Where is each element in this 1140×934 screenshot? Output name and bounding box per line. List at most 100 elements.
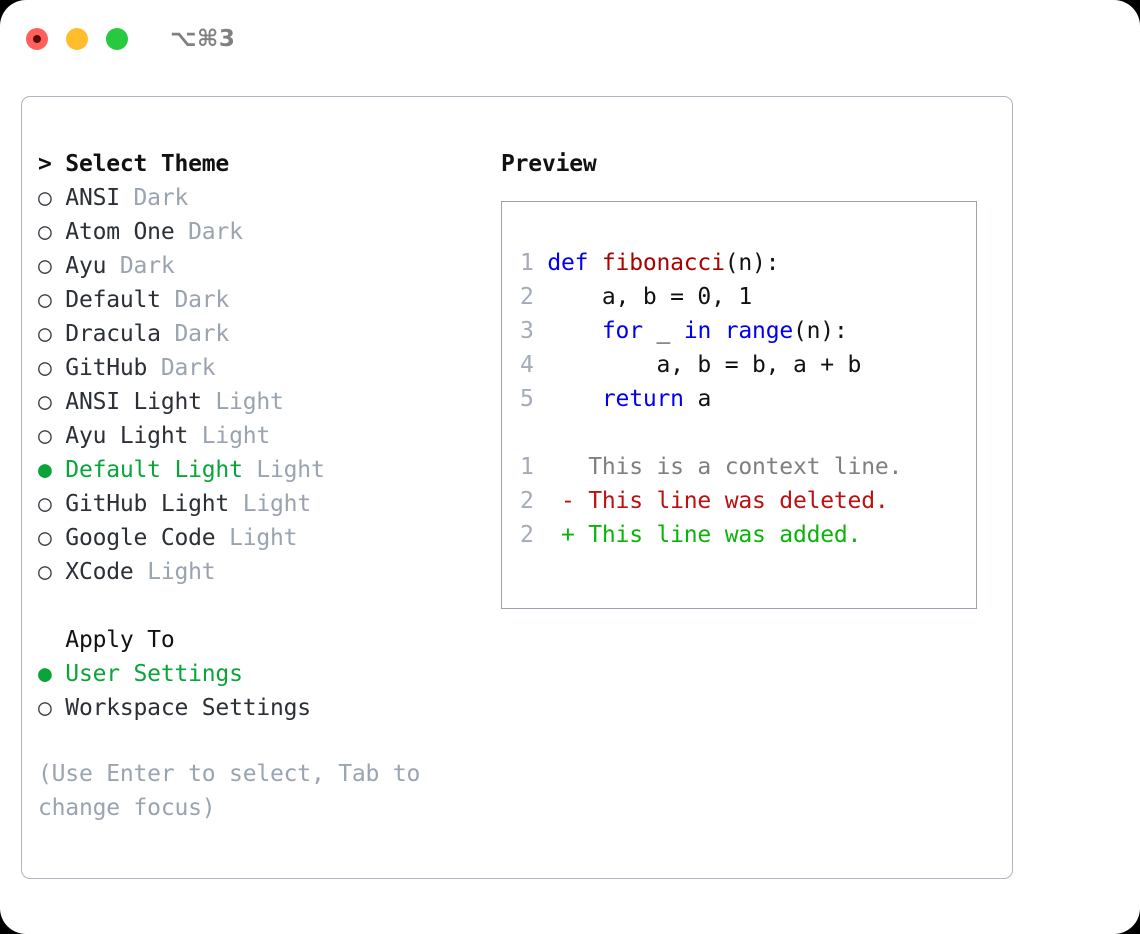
code-token-txt — [711, 318, 725, 344]
code-token-txt: (n): — [793, 318, 848, 344]
theme-option-ayu[interactable]: ○ Ayu Dark — [38, 249, 478, 283]
theme-list-column: > Select Theme ○ ANSI Dark○ Atom One Dar… — [38, 147, 478, 825]
radio-unselected-icon: ○ — [38, 491, 66, 517]
code-token-kw: range — [724, 318, 794, 344]
theme-option-google-code[interactable]: ○ Google Code Light — [38, 521, 478, 555]
theme-option-label: ANSI Light — [65, 389, 202, 415]
code-line-number: 5 — [520, 386, 534, 412]
code-line: 5 return a — [520, 382, 976, 416]
radio-unselected-icon: ○ — [38, 321, 66, 347]
theme-option-label: ANSI — [65, 185, 120, 211]
diff-gutter-space — [534, 488, 561, 514]
apply-to-option-workspace-settings[interactable]: ○ Workspace Settings — [38, 691, 478, 725]
title-bar: ⌥⌘3 — [0, 0, 1140, 78]
code-token-txt: a — [683, 386, 712, 412]
theme-option-tag: Light — [215, 525, 298, 551]
close-button-icon[interactable] — [26, 28, 48, 50]
theme-option-tag: Dark — [106, 253, 175, 279]
code-token-fn: fibonacci — [601, 250, 725, 276]
radio-unselected-icon: ○ — [38, 423, 66, 449]
code-line: 1 def fibonacci(n): — [520, 246, 976, 280]
zoom-button-icon[interactable] — [106, 28, 128, 50]
theme-option-tag: Light — [242, 457, 325, 483]
theme-option-label: Default — [65, 287, 161, 313]
theme-option-tag: Light — [229, 491, 311, 517]
theme-option-label: Default Light — [65, 457, 243, 483]
theme-option-list: ○ ANSI Dark○ Atom One Dark○ Ayu Dark○ De… — [38, 181, 478, 589]
preview-column: Preview 1 def fibonacci(n):2 a, b = 0, 1… — [501, 147, 1001, 609]
theme-option-github-light[interactable]: ○ GitHub Light Light — [38, 487, 478, 521]
diff-line-ctx: 1 This is a context line. — [520, 450, 976, 484]
theme-option-github[interactable]: ○ GitHub Dark — [38, 351, 478, 385]
radio-unselected-icon: ○ — [38, 525, 66, 551]
minimize-button-icon[interactable] — [66, 28, 88, 50]
window-controls — [26, 28, 128, 50]
diff-line-text: This line was added. — [588, 522, 862, 548]
apply-to-option-label: User Settings — [65, 661, 243, 687]
radio-unselected-icon: ○ — [38, 287, 66, 313]
code-gutter-space — [534, 318, 548, 344]
diff-gutter-space — [534, 522, 561, 548]
radio-unselected-icon: ○ — [38, 389, 66, 415]
diff-gutter-space — [534, 454, 561, 480]
diff-marker: - — [560, 488, 589, 514]
theme-picker-panel: > Select Theme ○ ANSI Dark○ Atom One Dar… — [21, 96, 1013, 879]
theme-option-tag: Dark — [147, 355, 216, 381]
apply-to-option-user-settings[interactable]: ● User Settings — [38, 657, 478, 691]
diff-line-number: 2 — [520, 522, 534, 548]
theme-option-default-light[interactable]: ● Default Light Light — [38, 453, 478, 487]
diff-line-number: 1 — [520, 454, 534, 480]
select-theme-header: > Select Theme — [38, 151, 230, 177]
theme-option-ansi[interactable]: ○ ANSI Dark — [38, 181, 478, 215]
theme-option-label: GitHub — [65, 355, 148, 381]
theme-option-label: Atom One — [65, 219, 175, 245]
code-line-number: 3 — [520, 318, 534, 344]
theme-option-tag: Dark — [174, 219, 243, 245]
radio-selected-icon: ● — [38, 457, 66, 483]
theme-option-tag: Light — [188, 423, 271, 449]
theme-option-tag: Light — [133, 559, 216, 585]
code-token-txt: a, b = b, a + b — [547, 352, 862, 378]
code-line: 2 a, b = 0, 1 — [520, 280, 976, 314]
radio-unselected-icon: ○ — [38, 695, 66, 721]
theme-option-dracula[interactable]: ○ Dracula Dark — [38, 317, 478, 351]
keyboard-shortcut-label: ⌥⌘3 — [170, 26, 236, 52]
radio-selected-icon: ● — [38, 661, 66, 687]
theme-option-label: Ayu Light — [65, 423, 189, 449]
diff-line-del: 2 - This line was deleted. — [520, 484, 976, 518]
theme-option-label: Ayu — [65, 253, 107, 279]
diff-sample: 1 This is a context line.2 - This line w… — [520, 450, 976, 552]
theme-option-label: Google Code — [65, 525, 216, 551]
code-token-kw: return — [601, 386, 684, 412]
diff-marker: + — [560, 522, 589, 548]
code-line-number: 4 — [520, 352, 534, 378]
theme-option-default[interactable]: ○ Default Dark — [38, 283, 478, 317]
theme-option-atom-one[interactable]: ○ Atom One Dark — [38, 215, 478, 249]
theme-option-label: Dracula — [65, 321, 161, 347]
theme-option-label: XCode — [65, 559, 134, 585]
apply-to-option-label: Workspace Settings — [65, 695, 311, 721]
code-diff-spacer — [520, 416, 976, 450]
code-gutter-space — [534, 386, 548, 412]
code-token-txt — [547, 318, 602, 344]
diff-line-text: This is a context line. — [588, 454, 903, 480]
list-spacer — [38, 589, 478, 623]
code-gutter-space — [534, 250, 548, 276]
code-token-kw: for — [601, 318, 643, 344]
code-token-txt: (n): — [724, 250, 780, 276]
code-token-txt: a, b = 0, 1 — [547, 284, 753, 310]
code-token-txt: _ — [642, 318, 684, 344]
theme-option-tag: Dark — [160, 287, 230, 313]
radio-unselected-icon: ○ — [38, 219, 66, 245]
theme-option-tag: Dark — [119, 185, 189, 211]
theme-option-ayu-light[interactable]: ○ Ayu Light Light — [38, 419, 478, 453]
radio-unselected-icon: ○ — [38, 253, 66, 279]
theme-option-ansi-light[interactable]: ○ ANSI Light Light — [38, 385, 478, 419]
diff-line-number: 2 — [520, 488, 534, 514]
radio-unselected-icon: ○ — [38, 559, 66, 585]
theme-option-xcode[interactable]: ○ XCode Light — [38, 555, 478, 589]
apply-to-option-list: ● User Settings○ Workspace Settings — [38, 657, 478, 725]
